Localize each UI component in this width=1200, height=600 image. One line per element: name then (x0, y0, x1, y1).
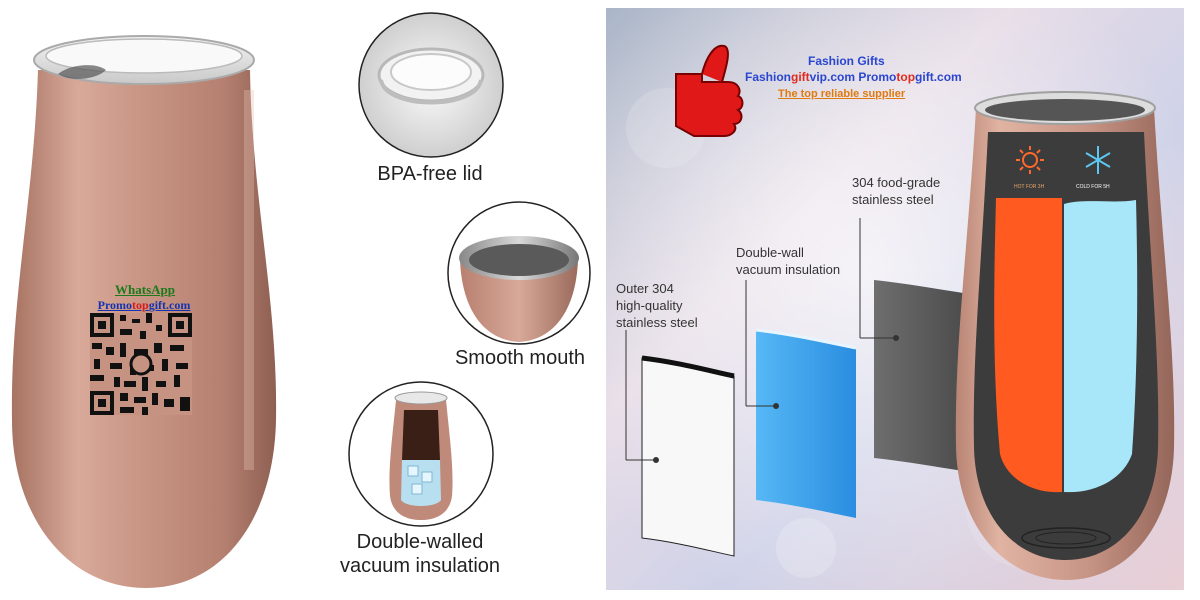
insulation-cutaway-image (348, 381, 494, 527)
lid-closeup-image (358, 12, 504, 158)
brand-title: Fashion Gifts (808, 54, 885, 68)
whatsapp-label: WhatsApp (115, 282, 175, 297)
snowflake-icon (1085, 146, 1111, 174)
cutaway-diagram-panel (606, 8, 1184, 590)
brand-websites: Fashiongiftvip.com Promotopgift.com (745, 70, 962, 84)
bpa-free-lid-label: BPA-free lid (377, 163, 483, 185)
sun-icon (1016, 146, 1044, 174)
double-wall-label: Double-wall vacuum insulation (736, 245, 841, 277)
website-label: Promotopgift.com (97, 298, 191, 312)
smooth-mouth-label: Smooth mouth (454, 347, 586, 369)
hot-duration-label: HOT FOR 3H (1014, 184, 1045, 190)
thumbs-up-logo-icon (675, 44, 744, 137)
brand-tagline: The top reliable supplier (778, 88, 906, 100)
mouth-closeup-image (447, 201, 591, 345)
food-grade-label: 304 food-grade stainless steel (852, 175, 941, 207)
main-tumbler-image (11, 35, 277, 588)
qr-code (90, 313, 192, 415)
cold-duration-label: COLD FOR 5H (1076, 184, 1110, 190)
outer-steel-label: Outer 304 high-quality stainless steel (616, 281, 698, 330)
double-walled-label: Double-walled vacuum insulation (339, 531, 501, 577)
